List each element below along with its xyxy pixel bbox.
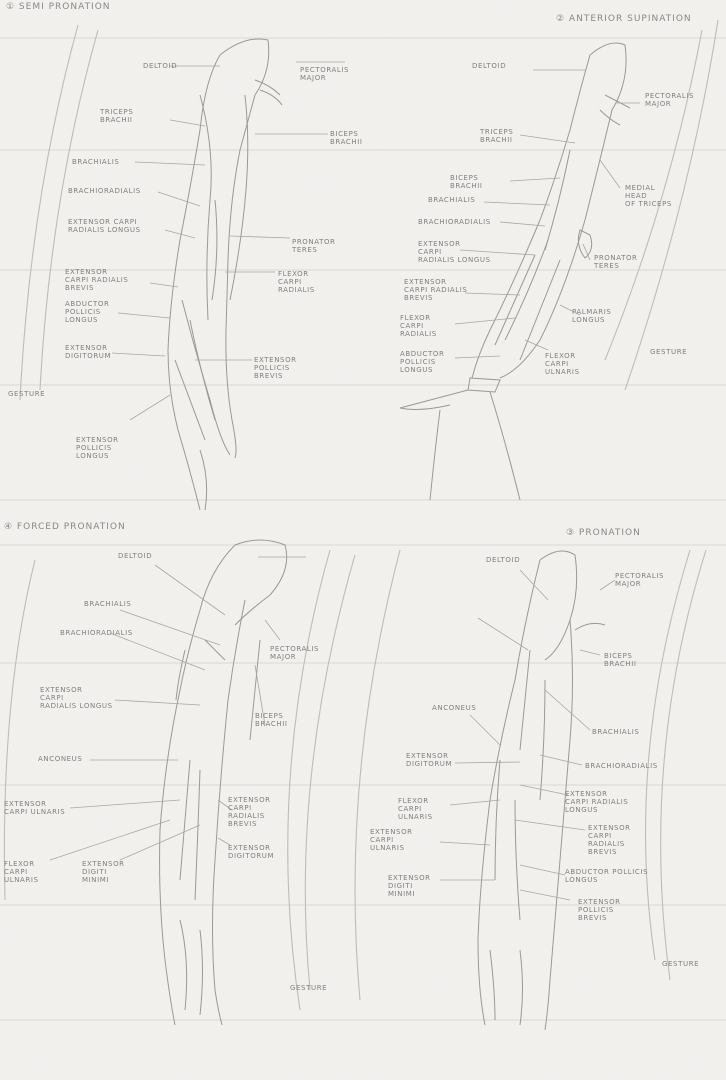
panel4-leader-lines — [439, 569, 616, 901]
panel4-title: ③ Pronation — [566, 528, 641, 538]
label-anconeus: Anconeus — [432, 704, 477, 712]
label-ext-carpi-radialis-brevis: Extensor Carpi Radialis Brevis — [404, 278, 468, 302]
label-medial-head-triceps: Medial Head of Triceps — [625, 184, 672, 208]
panel1-arm-sketch — [167, 38, 283, 511]
label-extensor-digitorum: Extensor Digitorum — [65, 344, 112, 360]
panel2-gesture-label: Gesture — [650, 348, 688, 356]
label-brachialis: Brachialis — [72, 158, 120, 166]
label-biceps-brachii: Biceps Brachii — [255, 712, 288, 728]
panel2-leader-lines — [454, 69, 640, 359]
guide-lines — [0, 37, 726, 1021]
panel1-gesture-label: Gesture — [8, 390, 46, 398]
label-extensor-digitorum: Extensor Digitorum — [228, 844, 275, 860]
panel2-arm-sketch — [399, 42, 631, 501]
panel1-leader-lines — [111, 61, 345, 421]
label-abductor-pollicis-longus: Abductor Pollicis Longus — [65, 300, 110, 324]
label-ext-digiti-minimi: Extensor Digiti Minimi — [388, 874, 431, 898]
label-ext-carpi-radialis-brevis: Extensor Carpi Radialis Brevis — [228, 796, 271, 828]
label-pronator-teres: Pronator Teres — [292, 238, 336, 254]
panel2-title: ② Anterior Supination — [556, 14, 692, 24]
label-biceps-brachii: Biceps Brachii — [604, 652, 637, 668]
label-triceps-brachii: Triceps Brachii — [100, 108, 134, 124]
label-pectoralis-major: Pectoralis Major — [300, 66, 350, 82]
label-brachioradialis: Brachioradialis — [418, 218, 491, 226]
gesture-arcs — [3, 19, 719, 1011]
label-flexor-carpi-ulnaris: Flexor Carpi Ulnaris — [545, 352, 580, 376]
label-pectoralis-major: Pectoralis Major — [645, 92, 695, 108]
label-brachioradialis: Brachioradialis — [585, 762, 658, 770]
label-ext-pollicis-longus: Extensor Pollicis Longus — [76, 436, 119, 460]
panel4-arm-sketch — [477, 550, 606, 1031]
label-brachialis: Brachialis — [84, 600, 132, 608]
label-ext-carpi-ulnaris: Extensor Carpi Ulnaris — [370, 828, 413, 852]
label-biceps-brachii: Biceps Brachii — [450, 174, 483, 190]
label-deltoid: Deltoid — [486, 556, 521, 564]
label-pectoralis-major: Pectoralis Major — [270, 645, 320, 661]
label-ext-digiti-minimi: Extensor Digiti Minimi — [82, 860, 125, 884]
label-brachialis: Brachialis — [428, 196, 476, 204]
label-ext-carpi-ulnaris: Extensor Carpi Ulnaris — [4, 800, 66, 816]
label-ext-carpi-radialis-brevis: Extensor Carpi Radialis Brevis — [65, 268, 129, 292]
label-brachioradialis: Brachioradialis — [68, 187, 141, 195]
label-palmaris-longus: Palmaris Longus — [572, 308, 612, 324]
label-ext-carpi-radialis-longus: Extensor Carpi Radialis Longus — [68, 218, 141, 234]
label-ext-carpi-radialis-longus: Extensor Carpi Radialis Longus — [565, 790, 629, 814]
panel3-leader-lines — [49, 556, 306, 861]
panel3-title: ④ Forced Pronation — [4, 522, 126, 532]
label-brachialis: Brachialis — [592, 728, 640, 736]
label-brachioradialis: Brachioradialis — [60, 629, 133, 637]
label-abductor-pollicis-longus: Abductor Pollicis Longus — [565, 868, 649, 884]
label-ext-carpi-radialis-brevis: Extensor Carpi Radialis Brevis — [588, 824, 631, 856]
label-deltoid: Deltoid — [118, 552, 153, 560]
label-biceps-brachii: Biceps Brachii — [330, 130, 363, 146]
label-ext-pollicis-brevis: Extensor Pollicis Brevis — [578, 898, 621, 922]
label-deltoid: Deltoid — [143, 62, 178, 70]
label-flexor-carpi-ulnaris: Flexor Carpi Ulnaris — [398, 797, 433, 821]
label-deltoid: Deltoid — [472, 62, 507, 70]
label-ext-carpi-radialis-longus: Extensor Carpi Radialis Longus — [40, 686, 113, 710]
panel1-title: ① Semi Pronation — [6, 2, 111, 12]
panel4-gesture-label: Gesture — [662, 960, 700, 968]
label-flexor-carpi-ulnaris: Flexor Carpi Ulnaris — [4, 860, 39, 884]
label-flexor-carpi-radialis: Flexor Carpi Radialis — [278, 270, 315, 294]
panel3-arm-sketch — [159, 539, 288, 1026]
label-triceps-brachii: Triceps Brachii — [480, 128, 514, 144]
label-pronator-teres: Pronator Teres — [594, 254, 638, 270]
label-abductor-pollicis-longus: Abductor Pollicis Longus — [400, 350, 445, 374]
label-pectoralis-major: Pectoralis Major — [615, 572, 665, 588]
label-ext-pollicis-brevis: Extensor Pollicis Brevis — [254, 356, 297, 380]
label-anconeus: Anconeus — [38, 755, 83, 763]
label-ext-carpi-radialis-longus: Extensor Carpi Radialis Longus — [418, 240, 491, 264]
label-flexor-carpi-radialis: Flexor Carpi Radialis — [400, 314, 437, 338]
panel3-gesture-label: Gesture — [290, 984, 328, 992]
label-extensor-digitorum: Extensor Digitorum — [406, 752, 453, 768]
